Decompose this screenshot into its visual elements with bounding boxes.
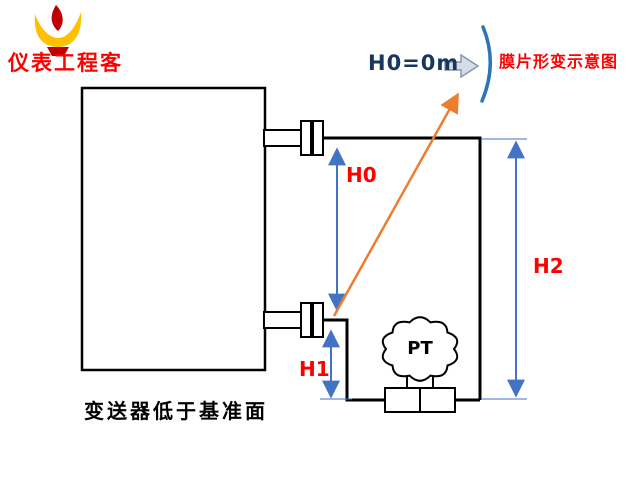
pt-cloud — [381, 316, 459, 382]
top-nozzle — [263, 120, 324, 156]
brand-title: 仪表工程客 — [8, 51, 123, 75]
bottom-nozzle — [263, 302, 324, 338]
h0-note-label: H0=0m — [368, 51, 460, 75]
logo-cup — [34, 12, 82, 47]
logo-flame — [51, 5, 63, 31]
pipe-top — [323, 136, 482, 400]
dim-label-h0: H0 — [346, 163, 377, 187]
dim-label-h1: H1 — [299, 357, 330, 381]
membrane-curve — [480, 25, 492, 103]
pt-label: PT — [407, 338, 433, 359]
tank-outline — [80, 86, 267, 372]
logo-base — [47, 47, 69, 56]
caption-label: 变送器低于基准面 — [84, 401, 268, 423]
transmitter-flanges — [384, 387, 456, 413]
reference-arrow — [332, 92, 459, 317]
pointer-arrow-icon — [444, 53, 480, 79]
membrane-note-label: 膜片形变示意图 — [499, 54, 619, 71]
brand-logo-icon — [34, 5, 82, 56]
dim-label-h2: H2 — [533, 254, 564, 278]
